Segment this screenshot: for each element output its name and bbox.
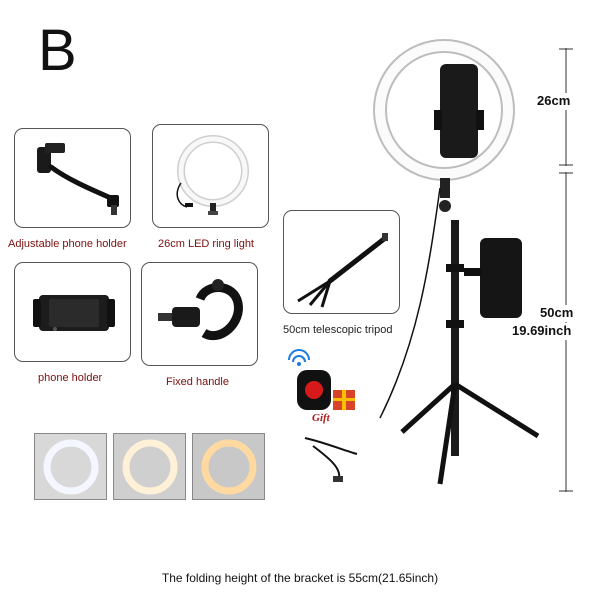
- label-adjustable-phone-holder: Adjustable phone holder: [8, 238, 127, 250]
- phone-holder-image: [33, 295, 115, 331]
- label-ring-light: 26cm LED ring light: [158, 238, 254, 250]
- variant-letter: B: [38, 18, 77, 83]
- swatch-neutral-light: [113, 433, 186, 500]
- card-tripod: [283, 210, 400, 314]
- label-tripod: 50cm telescopic tripod: [283, 324, 393, 336]
- tripod-image: [297, 233, 388, 308]
- swatch-cool-light: [34, 433, 107, 500]
- adjustable-phone-holder-image: [37, 143, 119, 215]
- dimension-lines: [559, 48, 573, 492]
- ring-diameter-label: 26cm: [537, 93, 571, 110]
- card-ring-light: [152, 124, 269, 228]
- stand-height-cm-label: 50cm: [540, 305, 574, 322]
- swatch-warm-light: [192, 433, 265, 500]
- bluetooth-remote-image: [288, 349, 358, 482]
- bluetooth-icon: [288, 349, 310, 366]
- label-fixed-handle: Fixed handle: [166, 376, 229, 388]
- label-phone-holder: phone holder: [38, 372, 103, 384]
- fixed-handle-image: [158, 279, 243, 341]
- stand-height-inch-label: 19.69inch: [512, 323, 572, 340]
- gift-label: Gift: [312, 412, 330, 424]
- footer-caption: The folding height of the bracket is 55c…: [161, 571, 439, 585]
- ring-light-stand-image: [373, 39, 540, 485]
- card-phone-holder: [14, 262, 131, 362]
- ring-light-image: [176, 135, 249, 215]
- card-adjustable-phone-holder: [14, 128, 131, 228]
- card-fixed-handle: [141, 262, 258, 366]
